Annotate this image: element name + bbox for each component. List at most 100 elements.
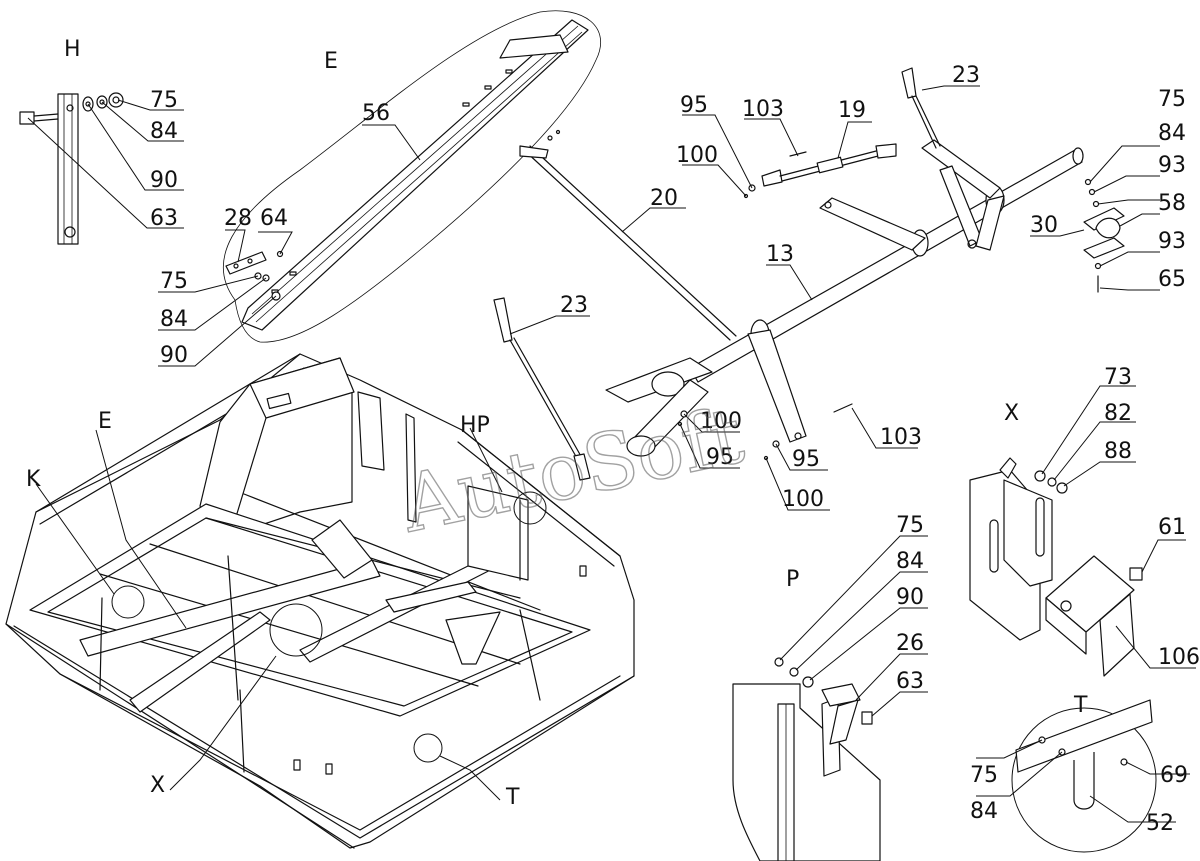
callout-93: 93	[1158, 153, 1186, 178]
detail-circle-t-main	[413, 733, 443, 763]
bolt-63	[19, 111, 59, 125]
panel-p	[732, 683, 881, 861]
view-label-p: P	[786, 567, 799, 592]
callout-19: 19	[838, 98, 866, 123]
nut-75	[108, 92, 124, 108]
callout-84: 84	[896, 549, 924, 574]
callout-61: 61	[1158, 515, 1186, 540]
callout-64: 64	[260, 206, 288, 231]
detail-circle-x-main	[269, 603, 323, 657]
view-label-t-main: T	[505, 785, 520, 810]
callout-69: 69	[1160, 763, 1188, 788]
channel-bar	[57, 93, 79, 245]
view-label-hp-main: HP	[460, 413, 490, 438]
plate-28	[225, 251, 267, 275]
side-panel-x	[969, 457, 1053, 641]
view-label-h: H	[64, 37, 81, 62]
washer-93-d	[1094, 262, 1102, 270]
callout-95: 95	[680, 93, 708, 118]
nut-75-c	[1084, 178, 1092, 186]
callout-52: 52	[1146, 811, 1174, 836]
callout-95: 95	[792, 447, 820, 472]
view-x: X 73 82 88 61 106	[969, 365, 1200, 677]
callout-58: 58	[1158, 191, 1186, 216]
callout-82: 82	[1104, 401, 1132, 426]
clip-52	[1073, 752, 1095, 810]
callout-75: 75	[160, 269, 188, 294]
callout-106: 106	[1158, 645, 1200, 670]
view-h: H 75 84 90 63	[19, 37, 184, 245]
callout-103: 103	[742, 97, 784, 122]
view-label-e: E	[324, 49, 338, 74]
lever-arm-center	[819, 197, 926, 251]
callout-95: 95	[706, 445, 734, 470]
callout-30: 30	[1030, 213, 1058, 238]
nut-75-p	[774, 657, 784, 667]
callout-100: 100	[700, 409, 742, 434]
detail-circle-hp	[513, 491, 547, 525]
callout-84: 84	[970, 799, 998, 824]
cab	[199, 357, 355, 541]
cable-23-upper	[901, 67, 941, 149]
callout-100: 100	[782, 487, 824, 512]
callout-73: 73	[1104, 365, 1132, 390]
callout-84: 84	[1158, 121, 1186, 146]
bracket-56	[241, 19, 589, 331]
detail-outline-e	[222, 10, 602, 343]
callout-100: 100	[676, 143, 718, 168]
rod-20	[519, 145, 737, 341]
callout-75: 75	[970, 763, 998, 788]
view-label-x-main: X	[150, 773, 165, 798]
washer-93-c	[1092, 200, 1100, 208]
view-e: E 56 28 64 75 84	[158, 10, 602, 368]
bolt-61	[1129, 567, 1143, 581]
lever-arm-left	[605, 329, 807, 457]
callout-56: 56	[362, 101, 390, 126]
callout-93: 93	[1158, 229, 1186, 254]
inner-frame	[29, 493, 591, 773]
callout-90: 90	[896, 585, 924, 610]
washer-84-c	[1088, 188, 1096, 196]
clamp-half-lower	[1083, 237, 1125, 259]
callout-23: 23	[952, 63, 980, 88]
callout-90: 90	[160, 343, 188, 368]
callout-75: 75	[1158, 87, 1186, 112]
rail-t	[1015, 699, 1153, 773]
cable-23-lower	[493, 297, 591, 481]
callout-23: 23	[560, 293, 588, 318]
callout-75: 75	[896, 513, 924, 538]
callout-28: 28	[224, 206, 252, 231]
view-label-k-main: K	[26, 467, 41, 492]
callout-90: 90	[150, 168, 178, 193]
callout-88: 88	[1104, 439, 1132, 464]
callout-20: 20	[650, 186, 678, 211]
shaft-assembly: 95 100 103 19 23 20 13 23 100 95 95 100 …	[493, 63, 1084, 512]
detail-circle-t	[1011, 707, 1157, 853]
callout-75: 75	[150, 88, 178, 113]
shaft-13	[689, 147, 1084, 383]
bolt-63-p	[861, 711, 873, 725]
callout-13: 13	[766, 242, 794, 267]
main-body: E K HP X T	[5, 353, 635, 849]
callout-65: 65	[1158, 267, 1186, 292]
callout-63: 63	[150, 206, 178, 231]
callout-84: 84	[150, 119, 178, 144]
view-label-x: X	[1004, 401, 1019, 426]
bracket-106	[1045, 555, 1135, 677]
view-t: T 75 84 69 52	[970, 693, 1190, 853]
bracket-26	[821, 683, 861, 745]
detail-circle-k	[111, 585, 145, 619]
view-label-e-main: E	[98, 409, 112, 434]
bolt-64	[276, 250, 284, 258]
side-door	[467, 485, 529, 581]
view-label-t: T	[1073, 693, 1088, 718]
callout-26: 26	[896, 631, 924, 656]
lever-arm-right	[921, 139, 1005, 251]
clamp-half-30	[1095, 217, 1121, 239]
rod-19	[761, 143, 897, 187]
view-p: P 75 84 90 26 63	[732, 513, 928, 861]
clamp-assembly: 75 84 93 58 30 93 65	[1030, 87, 1186, 293]
callout-103: 103	[880, 425, 922, 450]
callout-84: 84	[160, 307, 188, 332]
